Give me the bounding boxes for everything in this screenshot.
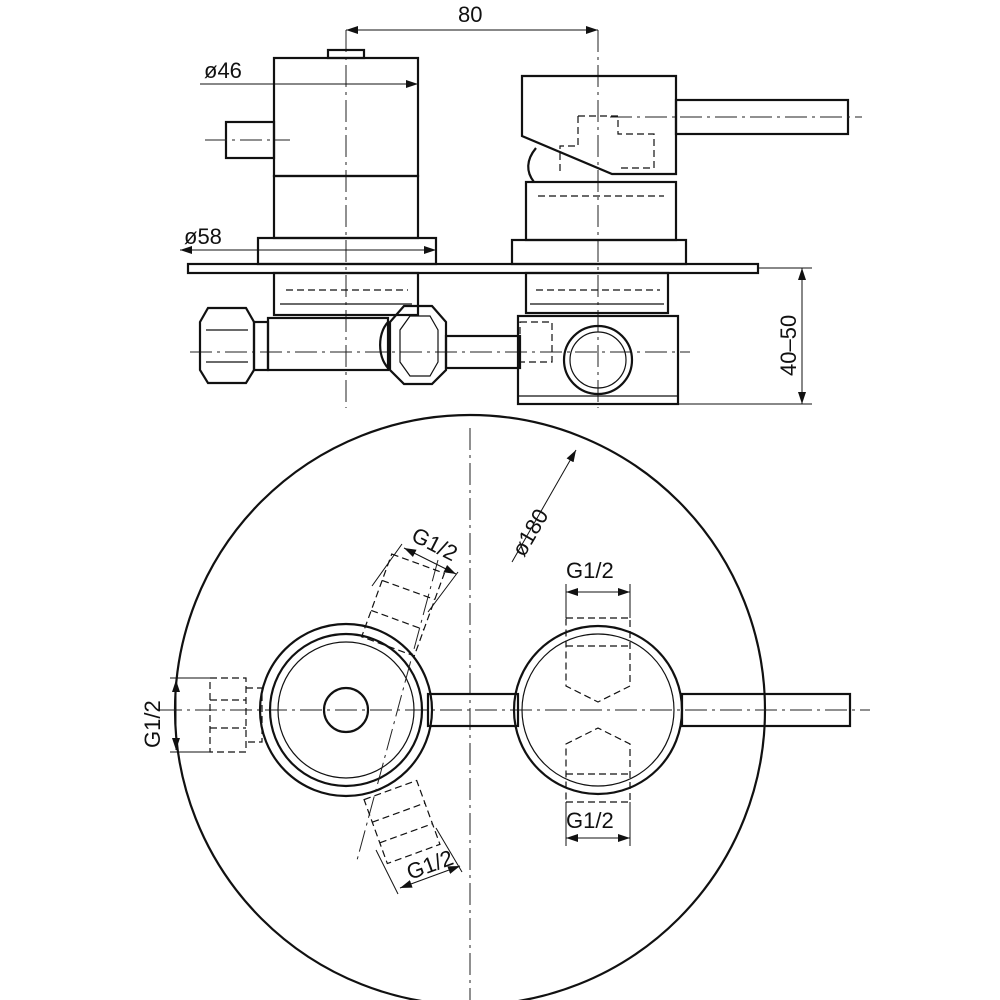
right-bottom-fitting [565,727,631,803]
upper-diag-fitting [360,553,446,657]
g-lower-diag-dim [399,865,461,889]
g-upper-diag-dim [403,547,457,575]
left-knob-indicator [326,48,366,60]
lever-hidden-stem [559,115,655,174]
right-lever-neck [527,147,537,183]
dim-80-label: 80 [458,2,482,27]
left-hex-nut [198,306,256,385]
dim-180-label: ø180 [507,505,554,561]
g-left-label: G1/2 [140,700,165,748]
g-upper-diag-ext-2 [427,571,459,613]
front-view: ø180 G1/2 G1/2 G1/2 G1/2 G1/2 [140,413,870,1000]
right-knob-inner [521,633,675,787]
left-cartridge [272,271,420,317]
right-lever-head [520,74,678,176]
wall-plate [186,262,760,275]
dim-180-leader [511,449,577,563]
dim-46-label: ø46 [204,58,242,83]
g-right-bottom-label: G1/2 [566,808,614,833]
left-knob-outer [258,622,434,798]
left-knob-inner [277,641,415,779]
left-knob-ring [268,632,424,788]
g-lower-diag-ext-2 [435,827,463,873]
dim-58-label: ø58 [184,224,222,249]
right-sleeve [524,180,678,242]
right-block-hidden [519,321,553,363]
g-right-top-label: G1/2 [566,558,614,583]
right-outlet-port-inner [569,331,627,389]
front-connecting-bar [426,692,520,728]
g-lower-diag-label: G1/2 [403,845,456,885]
g-upper-diag-label: G1/2 [408,522,462,566]
g-upper-diag-ext-1 [371,543,403,587]
valve-dome [379,321,389,369]
left-side-fitting [209,677,263,753]
side-view: 80 ø46 ø58 40–50 [180,2,862,408]
left-hex-neck [252,320,270,372]
lower-diag-fitting [363,779,441,865]
right-escutcheon [510,238,688,266]
left-valve-block [266,316,390,372]
right-top-fitting [565,617,631,703]
g-lower-diag-ext-1 [375,849,399,895]
front-lever [680,692,852,728]
dim-40-50-label: 40–50 [776,315,801,376]
right-outlet-port [562,324,634,396]
left-escutcheon [256,236,438,266]
center-hex-nut-inner [399,315,439,377]
left-knob-center [322,686,370,734]
right-valve-block [516,314,680,406]
center-hex-nut [388,304,448,386]
right-cartridge [524,271,670,315]
